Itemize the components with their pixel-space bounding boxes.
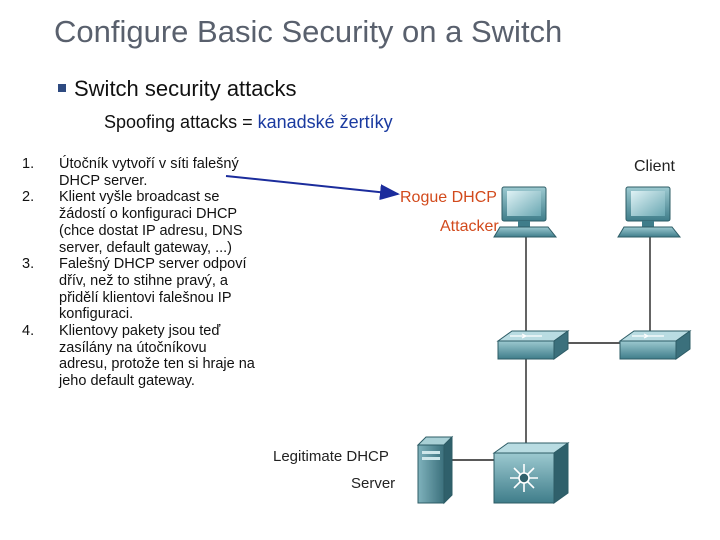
step-number: 3. bbox=[22, 256, 35, 273]
server-icon bbox=[416, 435, 454, 505]
slide-title: Configure Basic Security on a Switch bbox=[54, 14, 563, 49]
step-text: Útočník vytvoří v síti falešný DHCP serv… bbox=[59, 156, 239, 189]
step-text: Klientovy pakety jsou teď zasílány na út… bbox=[59, 323, 255, 390]
square-bullet-icon bbox=[58, 84, 66, 93]
subtitle: Spoofing attacks = kanadské žertíky bbox=[104, 112, 393, 133]
legit-dhcp-label: Legitimate DHCP bbox=[273, 448, 389, 465]
subtitle-highlight: kanadské žertíky bbox=[257, 112, 393, 132]
server-label: Server bbox=[351, 475, 395, 492]
arrow-line bbox=[225, 175, 400, 201]
switch-icon bbox=[496, 330, 570, 360]
bullet-item: Switch security attacks bbox=[58, 76, 297, 102]
step-number: 1. bbox=[22, 156, 35, 172]
switch-icon bbox=[618, 330, 692, 360]
step-text: Klient vyšle broadcast se žádostí o konf… bbox=[59, 189, 243, 256]
client-label: Client bbox=[634, 158, 675, 175]
bullet-text: Switch security attacks bbox=[74, 76, 297, 101]
step-number: 4. bbox=[22, 323, 35, 340]
step-text: Falešný DHCP server odpoví dřív, než to … bbox=[59, 256, 247, 323]
step-number: 2. bbox=[22, 189, 35, 206]
rogue-dhcp-label: Rogue DHCP bbox=[400, 189, 497, 206]
client-pc-icon bbox=[617, 186, 682, 238]
multilayer-switch-icon bbox=[492, 442, 570, 504]
network-diagram: Client Rogue DHCP Attacker Legitimate DH… bbox=[273, 158, 692, 505]
step-item: 1. Útočník vytvoří v síti falešný DHCP s… bbox=[0, 156, 258, 189]
steps-list: 1. Útočník vytvoří v síti falešný DHCP s… bbox=[0, 156, 258, 390]
attacker-label: Attacker bbox=[440, 218, 499, 235]
rogue-pc-icon bbox=[493, 186, 558, 238]
step-item: 2. Klient vyšle broadcast se žádostí o k… bbox=[0, 189, 258, 256]
step-item: 4. Klientovy pakety jsou teď zasílány na… bbox=[0, 323, 258, 390]
step-item: 3. Falešný DHCP server odpoví dřív, než … bbox=[0, 256, 258, 323]
subtitle-prefix: Spoofing attacks = bbox=[104, 112, 258, 132]
